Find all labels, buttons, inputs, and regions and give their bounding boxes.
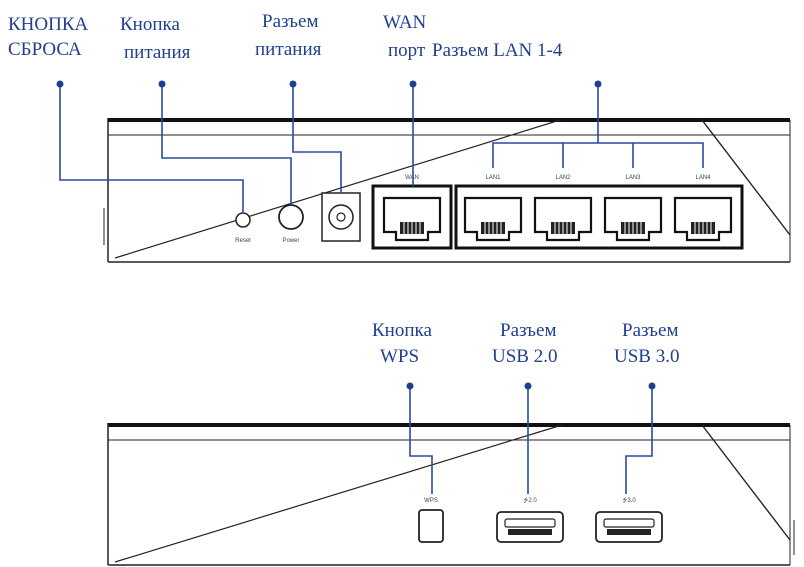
mark-usb2: ⭍2.0 [523,496,537,504]
mark-reset: Reset [235,238,251,244]
lan2-port [533,196,593,242]
label-usb3-line1: Разъем [622,320,678,341]
mark-wps: WPS [424,498,438,504]
wan-port [382,196,442,242]
lan-ports-frame [454,184,744,250]
label-usb3-line2: USB 3.0 [614,346,679,367]
lan1-port [463,196,523,242]
lan3-port [603,196,663,242]
lan4-port [673,196,733,242]
label-power-button-line1: Кнопка [120,14,180,35]
mark-lan1: LAN1 [485,175,501,181]
mark-wan: WAN [405,175,419,181]
mark-lan2: LAN2 [555,175,571,181]
mark-lan3: LAN3 [625,175,641,181]
front-leader-lines [406,382,656,494]
front-panel: WPS ⭍2.0 ⭍3.0 [107,423,795,566]
label-usb2-line1: Разъем [500,320,556,341]
label-reset-line2: СБРОСА [8,39,82,60]
power-jack-port [321,192,361,242]
power-button-port [278,204,304,230]
mark-lan4: LAN4 [695,175,711,181]
label-power-jack-line1: Разъем [262,11,318,32]
mark-usb3: ⭍3.0 [622,496,636,504]
label-usb2-line2: USB 2.0 [492,346,557,367]
rear-leader-lines [56,80,704,212]
label-reset-line1: КНОПКА [8,14,89,35]
label-wps-line1: Кнопка [372,320,432,341]
rear-panel: Reset Power WAN LAN1 LAN2 LAN3 LAN4 [103,118,791,263]
label-lan: Разъем LAN 1-4 [432,40,563,61]
label-power-button-line2: питания [124,42,191,63]
usb2-port [496,511,564,543]
label-wan-line1: WAN [383,12,427,33]
usb3-port [595,511,663,543]
reset-button-port [235,212,251,228]
label-power-jack-line2: питания [255,39,322,60]
label-wan-line2: порт [388,40,426,61]
label-wps-line2: WPS [380,346,419,367]
mark-power: Power [282,238,299,244]
wps-button-port [418,509,444,543]
wan-port-frame [371,184,453,250]
